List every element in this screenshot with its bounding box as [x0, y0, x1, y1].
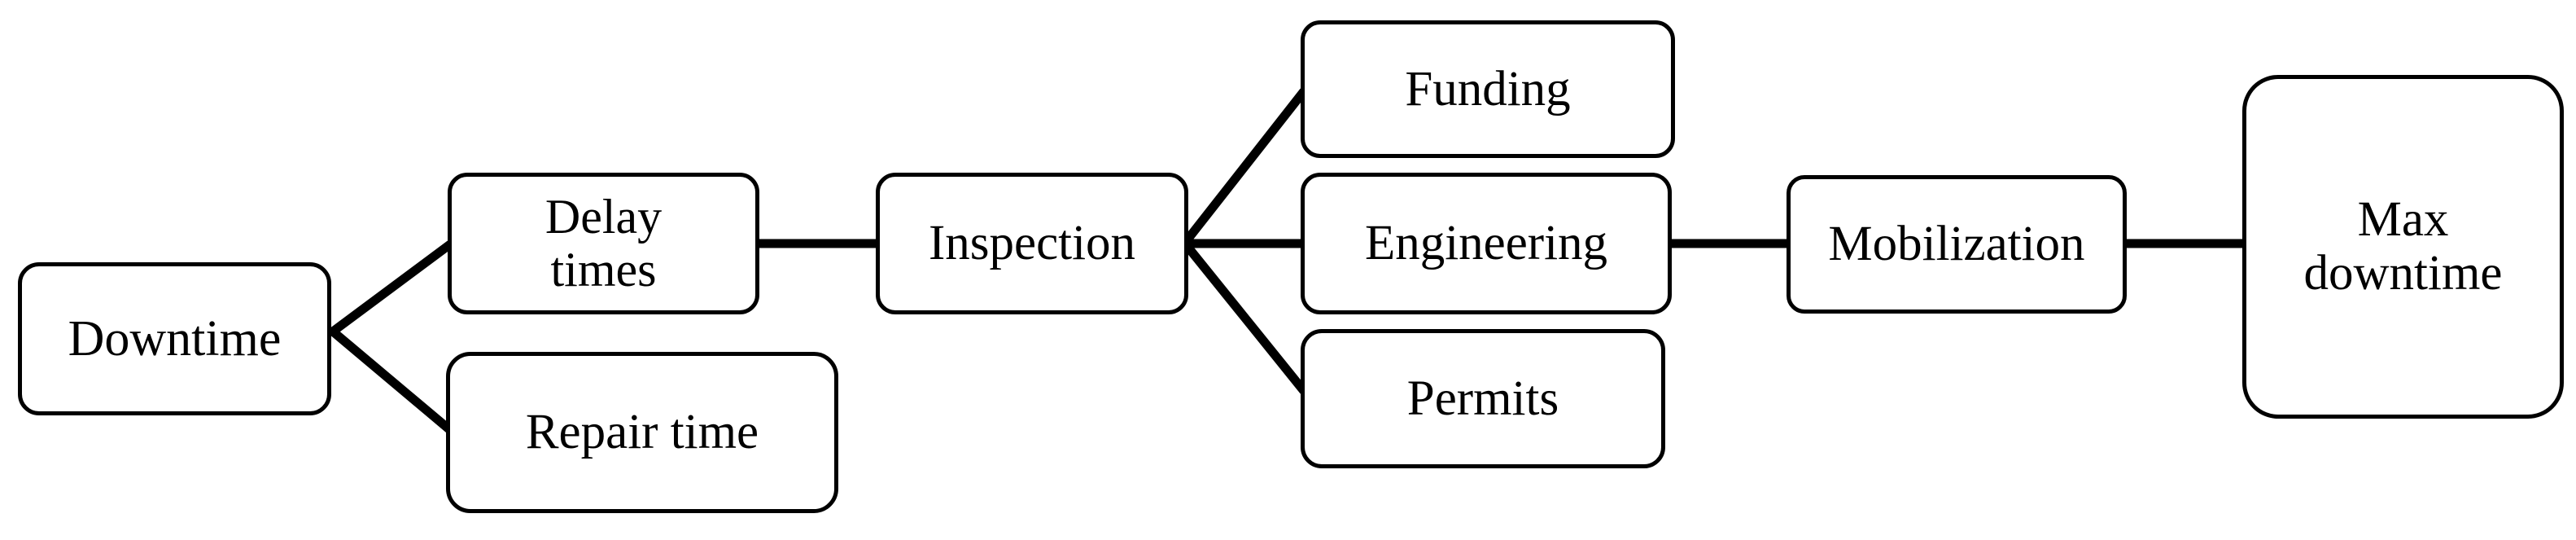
node-funding-label: Funding — [1405, 61, 1571, 116]
node-permits-label: Permits — [1406, 371, 1559, 426]
node-downtime[interactable]: Downtime — [18, 262, 331, 415]
edge-inspection-funding — [1181, 88, 1308, 246]
node-mobilization[interactable]: Mobilization — [1787, 175, 2127, 314]
node-repair-time[interactable]: Repair time — [446, 352, 838, 513]
node-engineering-label: Engineering — [1364, 216, 1608, 271]
node-max-downtime[interactable]: Max downtime — [2242, 75, 2564, 419]
node-inspection[interactable]: Inspection — [876, 173, 1188, 314]
node-delay-times[interactable]: Delay times — [448, 173, 759, 314]
edge-downtime-delay-times — [330, 240, 453, 336]
node-repair-time-label: Repair time — [525, 405, 759, 460]
node-mobilization-label: Mobilization — [1828, 217, 2085, 272]
edge-downtime-repair-time — [330, 327, 453, 434]
node-delay-times-label: Delay times — [545, 190, 663, 296]
node-max-downtime-label: Max downtime — [2303, 192, 2503, 301]
node-downtime-label: Downtime — [68, 310, 282, 367]
node-inspection-label: Inspection — [928, 216, 1136, 271]
node-engineering[interactable]: Engineering — [1301, 173, 1672, 314]
edge-inspection-permits — [1181, 240, 1308, 394]
node-permits[interactable]: Permits — [1301, 329, 1665, 468]
node-funding[interactable]: Funding — [1301, 20, 1675, 158]
